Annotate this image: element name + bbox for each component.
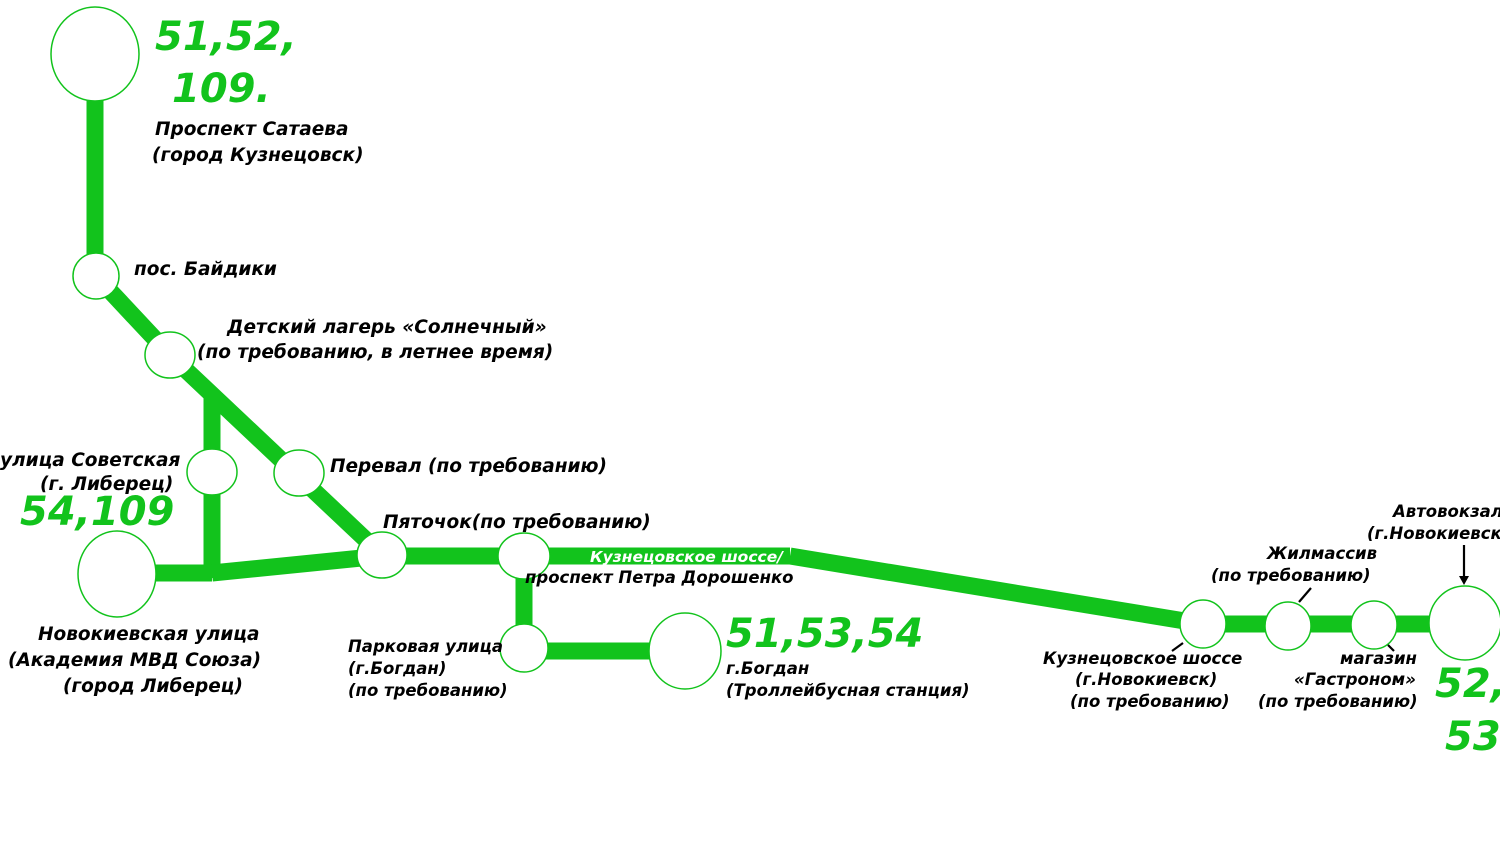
label-avtovokzal-line1: Автовокзал [1391,502,1500,521]
route-numbers: 51,52, 109. 54,109 51,53,54 52, 53 [20,14,1500,760]
stop-kuznetsovskoe-shosse[interactable] [497,532,551,580]
label-magazin-line3: (по требованию) [1258,692,1418,711]
label-lager-line1: Детский лагерь «Солнечный» [226,317,547,338]
label-sovetskaya-line2: (г. Либерец) [40,474,173,495]
route-segment-highway-slope [788,547,1205,633]
stop-parkovaya-ulitsa[interactable] [499,623,549,673]
stop-novokievskaya-ulitsa[interactable] [77,530,157,618]
label-avtovokzal-line2: (г.Новокиевск) [1367,524,1500,543]
pointer-magazin [1387,644,1395,652]
label-parkovaya-line1: Парковая улица [348,637,503,656]
label-lager-line2: (по требованию, в летнее время) [197,342,553,363]
stop-pereval[interactable] [273,449,325,497]
pointer-avtovokzal-arrowhead [1459,576,1469,585]
label-novokievskaya-line3: (город Либерец) [63,676,243,697]
label-bogdan-line1: г.Богдан [726,659,809,678]
stop-pyatochok[interactable] [356,531,408,579]
pointer-zhilmassiv [1298,587,1312,603]
route-segment-lager-pyatochok [164,348,388,562]
label-pereval: Перевал (по требованию) [330,456,607,477]
pointer-kuzshosse-novokievsk [1171,642,1184,652]
label-prospekt-sataeva-line2: (город Кузнецовск) [152,145,364,166]
label-novokievskaya-line2: (Академия МВД Союза) [8,650,261,671]
stop-baydiki[interactable] [72,252,120,300]
label-petr-doroshenko: проспект Петра Дорошенко [525,568,794,587]
stop-detskiy-lager[interactable] [144,331,196,379]
label-baydiki: пос. Байдики [134,259,277,280]
stop-magazin-gastronom[interactable] [1350,600,1398,650]
stop-ulitsa-sovetskaya[interactable] [186,448,238,496]
label-kuz-shosse-on-line: Кузнецовское шоссе/ [590,548,784,566]
label-magazin-line2: «Гастроном» [1294,670,1416,689]
label-bogdan-line2: (Троллейбусная станция) [726,681,970,700]
stop-prospekt-sataeva[interactable] [50,6,140,102]
stop-kuznetsovskoe-shosse-novokievsk[interactable] [1179,599,1227,649]
stop-zhilmassiv[interactable] [1264,601,1312,651]
route-numbers-sataeva-line1: 51,52, [155,14,297,60]
route-segment-junction-pyatochok [211,547,383,582]
label-zhilmassiv-line1: Жилмассив [1266,544,1377,563]
stop-bogdan-trolleybus[interactable] [648,612,722,690]
label-sovetskaya-line1: улица Советская [0,450,180,471]
label-zhilmassiv-line2: (по требованию) [1211,566,1371,585]
route-numbers-liberets: 54,109 [20,489,174,535]
route-numbers-sataeva-line2: 109. [172,66,271,112]
stop-avtovokzal[interactable] [1428,585,1500,661]
label-kuzshosse-novokievsk-line1: Кузнецовское шоссе [1043,649,1242,668]
pointer-lines [1171,545,1469,652]
label-kuzshosse-novokievsk-line3: (по требованию) [1070,692,1230,711]
stops [50,6,1500,690]
label-magazin-line1: магазин [1340,649,1417,668]
route-numbers-avtovokzal-line1: 52, [1435,661,1500,707]
route-numbers-avtovokzal-line2: 53 [1445,714,1500,760]
label-pyatochok: Пяточок(по требованию) [383,512,651,533]
label-parkovaya-line2: (г.Богдан) [348,659,446,678]
route-numbers-bogdan: 51,53,54 [726,611,923,657]
label-kuzshosse-novokievsk-line2: (г.Новокиевск) [1075,670,1217,689]
label-prospekt-sataeva-line1: Проспект Сатаева [155,119,348,140]
stop-labels: Проспект Сатаева (город Кузнецовск) пос.… [0,119,1500,711]
label-novokievskaya-line1: Новокиевская улица [38,624,259,645]
label-parkovaya-line3: (по требованию) [348,681,508,700]
